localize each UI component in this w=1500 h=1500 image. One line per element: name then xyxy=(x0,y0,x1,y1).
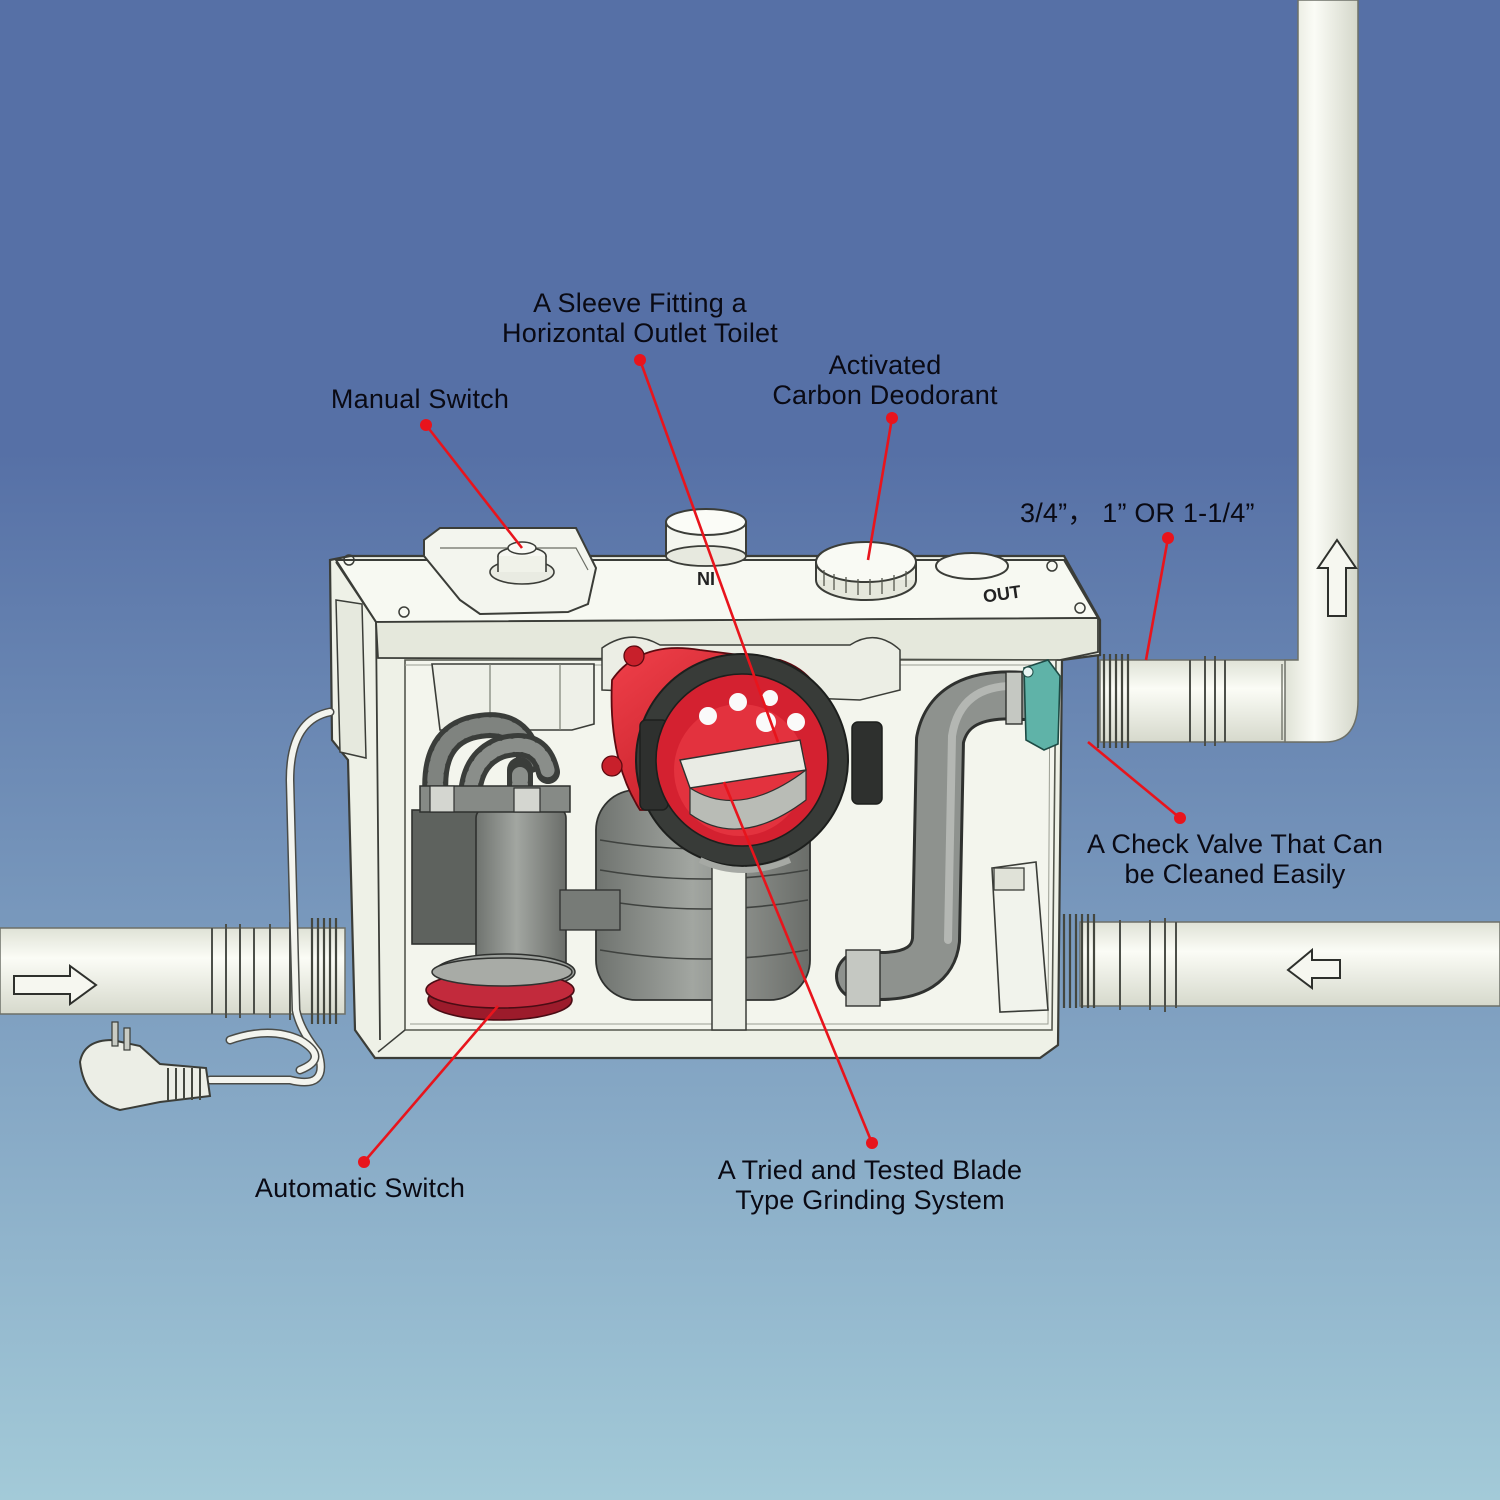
callout-line-carbon xyxy=(866,417,894,561)
label-manual-switch: Manual Switch xyxy=(300,384,540,414)
callout-line-auto xyxy=(363,1005,499,1163)
inlet-pipe-right xyxy=(1062,914,1500,1012)
in-mark: IN xyxy=(697,568,715,588)
label-blade-line-2: Type Grinding System xyxy=(735,1185,1005,1215)
label-manual-text: Manual Switch xyxy=(330,384,510,414)
upper-switch-block xyxy=(431,663,595,731)
label-blade-line-1: A Tried and Tested Blade xyxy=(717,1155,1023,1185)
label-sleeve-fitting: A Sleeve Fitting a Horizontal Outlet Toi… xyxy=(480,288,800,348)
horizontal-outlet-sleeve xyxy=(635,653,883,873)
callout-line-sizes xyxy=(1144,537,1170,661)
label-check-line-1: A Check Valve That Can xyxy=(1086,829,1384,859)
label-blade-grinder: A Tried and Tested Blade Type Grinding S… xyxy=(690,1155,1050,1215)
callout-line-check xyxy=(1087,740,1181,820)
power-cord xyxy=(205,707,335,1087)
inlet-pipe-left xyxy=(0,918,346,1024)
label-sleeve-line-1: A Sleeve Fitting a xyxy=(533,288,747,318)
callout-lines xyxy=(358,354,1186,1168)
callout-dot-sizes xyxy=(1162,532,1174,544)
label-check-line-2: be Cleaned Easily xyxy=(1124,859,1346,889)
toilet-inlet-sleeve-top: IN xyxy=(665,508,747,588)
label-sleeve-line-2: Horizontal Outlet Toilet xyxy=(502,318,778,348)
callout-dot-auto xyxy=(358,1156,370,1168)
carbon-filter-cap xyxy=(815,541,917,601)
label-carbon-line-1: Activated xyxy=(828,350,942,380)
hose-clamps xyxy=(429,671,1023,1007)
callout-line-manual xyxy=(424,424,524,549)
callout-line-blade xyxy=(722,781,874,1144)
label-auto-text: Automatic Switch xyxy=(254,1173,466,1203)
callout-dot-carbon xyxy=(886,412,898,424)
flow-arrow-inlet-left xyxy=(13,964,98,1006)
motor-hoses xyxy=(422,712,560,813)
power-plug xyxy=(78,1021,212,1112)
label-carbon-deodorant: Activated Carbon Deodorant xyxy=(740,350,1030,410)
callout-dot-sleeve xyxy=(634,354,646,366)
outlet-cap: OUT xyxy=(935,552,1022,607)
automatic-switch-float xyxy=(425,957,575,1021)
callout-dot-check xyxy=(1174,812,1186,824)
check-valve xyxy=(1022,659,1061,751)
manual-switch-cap xyxy=(423,527,598,616)
label-carbon-line-2: Carbon Deodorant xyxy=(772,380,998,410)
discharge-elbow-pipe xyxy=(835,670,1049,1001)
flow-arrow-outlet-up xyxy=(1316,538,1358,617)
flow-arrow-inlet-right xyxy=(1286,947,1341,990)
label-check-valve: A Check Valve That Can be Cleaned Easily xyxy=(1060,829,1410,889)
callout-dot-blade xyxy=(866,1137,878,1149)
label-outlet-sizes: 3/4”， 1” OR 1-1/4” xyxy=(1020,498,1300,528)
callout-line-sleeve xyxy=(638,359,780,743)
inlet-side-fitting xyxy=(991,861,1049,1013)
label-automatic-switch: Automatic Switch xyxy=(230,1173,490,1203)
label-sizes-text: 3/4”， 1” OR 1-1/4” xyxy=(1020,498,1255,528)
callout-dot-manual xyxy=(420,419,432,431)
